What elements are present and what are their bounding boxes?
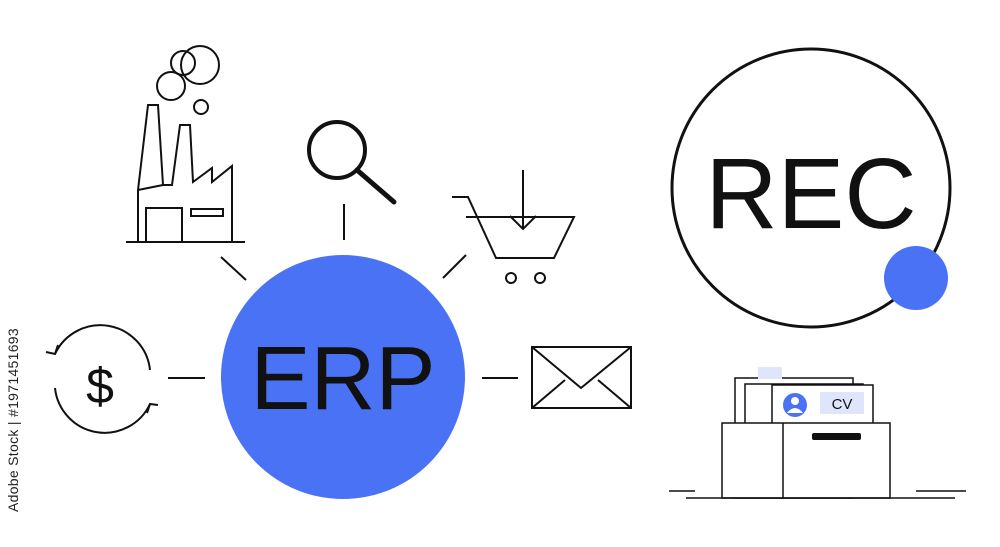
envelope-icon bbox=[531, 346, 632, 409]
user-icon bbox=[783, 393, 807, 417]
file-tab bbox=[758, 367, 782, 379]
erp-label: ERP bbox=[250, 329, 435, 429]
ground-line bbox=[669, 490, 966, 499]
connector-factory bbox=[220, 256, 247, 281]
rec-badge: REC bbox=[670, 47, 952, 329]
svg-text:$: $ bbox=[86, 358, 114, 414]
search-icon bbox=[307, 120, 397, 205]
box-handle bbox=[812, 433, 861, 440]
erp-hub-circle bbox=[221, 255, 465, 499]
connector-cart bbox=[442, 254, 467, 279]
cv-label-bg bbox=[820, 392, 864, 414]
side-caption: Adobe Stock | #1971451693 bbox=[5, 328, 21, 512]
connector-lines bbox=[168, 204, 518, 379]
record-dot bbox=[884, 246, 948, 310]
factory-icon bbox=[126, 45, 245, 243]
file-box bbox=[721, 422, 891, 499]
cv-label: CV bbox=[832, 396, 853, 413]
cart-download-icon bbox=[452, 170, 576, 284]
rec-circle bbox=[670, 47, 952, 329]
erp-hub: ERP bbox=[221, 255, 465, 499]
file-box-icon: CV bbox=[669, 367, 966, 499]
rec-label: REC bbox=[705, 138, 916, 250]
money-cycle-icon: $ bbox=[45, 324, 159, 434]
